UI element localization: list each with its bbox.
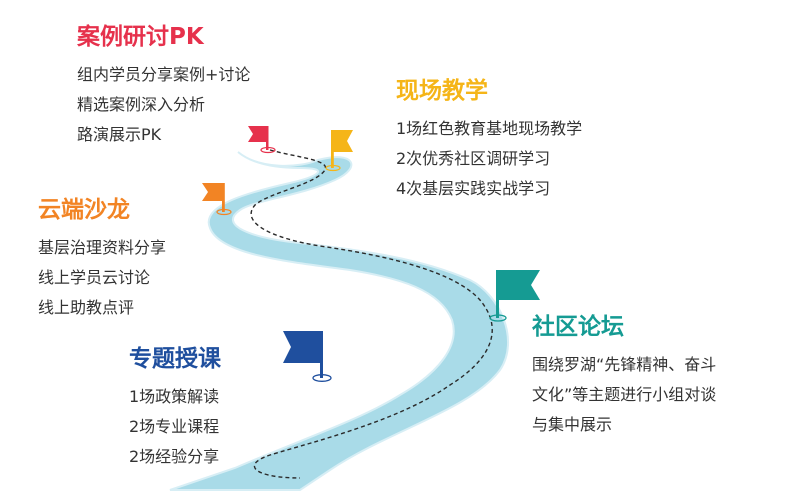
section-lecture: 专题授课 1场政策解读 2场专业课程 2场经验分享: [129, 345, 221, 472]
section-lecture-title: 专题授课: [129, 346, 221, 372]
flag-lecture-icon: [283, 331, 332, 382]
section-forum-line: 文化”等主题进行小组对谈: [532, 385, 717, 404]
section-forum-line: 围绕罗湖“先锋精神、奋斗: [532, 355, 717, 374]
flag-cloud-icon: [202, 183, 232, 216]
section-case-title: 案例研讨PK: [77, 24, 204, 50]
section-field-line: 2次优秀社区调研学习: [396, 149, 551, 168]
flag-case-icon: [248, 126, 276, 154]
section-cloud-title: 云端沙龙: [38, 197, 130, 223]
section-field-title: 现场教学: [396, 78, 488, 104]
section-case-line: 精选案例深入分析: [77, 95, 206, 114]
section-forum-title: 社区论坛: [532, 314, 624, 340]
section-cloud-line: 线上学员云讨论: [38, 268, 151, 287]
flag-forum-icon: [489, 270, 540, 322]
section-forum-line: 与集中展示: [532, 415, 613, 434]
section-cloud: 云端沙龙 基层治理资料分享 线上学员云讨论 线上助教点评: [38, 196, 166, 323]
section-case: 案例研讨PK 组内学员分享案例+讨论 精选案例深入分析 路演展示PK: [77, 23, 250, 150]
section-cloud-line: 基层治理资料分享: [38, 238, 167, 257]
section-case-line: 组内学员分享案例+讨论: [77, 65, 251, 84]
section-lecture-line: 1场政策解读: [129, 387, 220, 406]
section-cloud-line: 线上助教点评: [38, 298, 135, 317]
section-field-line: 4次基层实践实战学习: [396, 179, 551, 198]
section-lecture-line: 2场专业课程: [129, 417, 220, 436]
section-field: 现场教学 1场红色教育基地现场教学 2次优秀社区调研学习 4次基层实践实战学习: [396, 77, 582, 204]
road-shape: [169, 151, 510, 491]
section-lecture-line: 2场经验分享: [129, 447, 220, 466]
section-forum: 社区论坛 围绕罗湖“先锋精神、奋斗 文化”等主题进行小组对谈 与集中展示: [532, 313, 716, 440]
route-dashed-line: [250, 149, 493, 479]
section-case-line: 路演展示PK: [77, 125, 162, 144]
flag-field-icon: [325, 130, 353, 172]
section-field-line: 1场红色教育基地现场教学: [396, 119, 583, 138]
